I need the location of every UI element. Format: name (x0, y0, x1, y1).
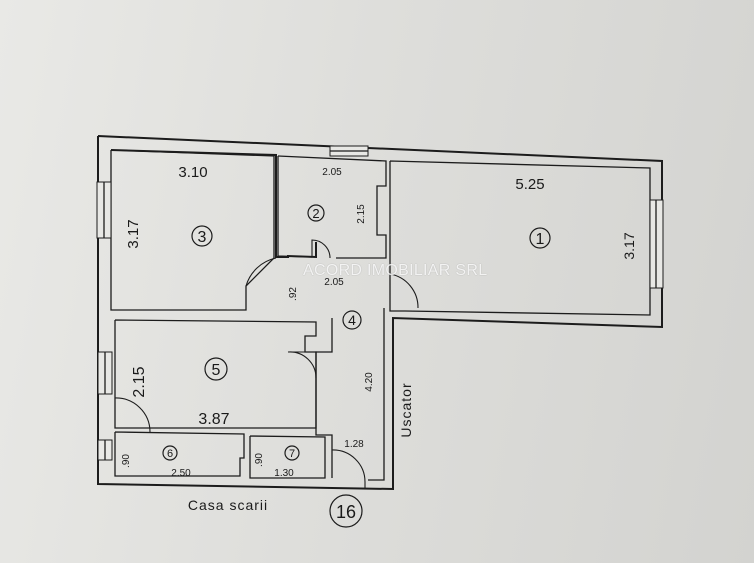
door-arc-room-5 (287, 351, 317, 379)
room-number-3: 3 (198, 229, 207, 246)
room-2-width: 2.05 (322, 167, 342, 178)
casa-scarii-label: Casa scarii (188, 497, 268, 513)
room-3-height: 3.17 (125, 219, 142, 248)
door-arc-room-6 (114, 397, 151, 433)
uscator-label: Uscator (398, 382, 414, 437)
room-7-height: .90 (254, 453, 265, 467)
apartment-number: 16 (336, 502, 356, 522)
room-5-height: 2.15 (131, 366, 148, 397)
room-6-walls (114, 431, 245, 477)
room-number-4: 4 (348, 312, 356, 328)
room-number-6: 6 (167, 448, 173, 460)
room-6-width: 2.50 (171, 468, 191, 479)
room-2-walls (277, 155, 387, 259)
room-number-2: 2 (312, 206, 319, 221)
room-number-1: 1 (536, 231, 545, 248)
room-number-circle-3 (191, 225, 213, 247)
entrance-width: 1.28 (344, 439, 364, 450)
room-number-7: 7 (289, 448, 295, 460)
room-1-height: 3.17 (621, 232, 637, 259)
room-6-height: .90 (121, 454, 132, 468)
hall-4-walls (368, 308, 385, 481)
hall-4-left-wall (315, 318, 333, 478)
room-7-walls (249, 435, 326, 479)
outer-wall (97, 135, 663, 491)
door-arc-room-2 (311, 239, 331, 259)
room-number-circle-2 (307, 204, 325, 222)
room-number-circle-5 (204, 357, 228, 381)
room-number-circle-4 (342, 310, 362, 330)
room-number-circle-1 (529, 227, 551, 249)
room-number-5: 5 (212, 362, 221, 379)
room-7-width: 1.30 (274, 468, 294, 479)
room-number-circle-7 (284, 445, 300, 461)
door-arc-entrance (331, 449, 366, 488)
room-2-height: 2.15 (356, 204, 367, 224)
room-5-width: 3.87 (198, 411, 229, 428)
room-1-walls (389, 160, 651, 316)
room-2-door-width: 2.05 (324, 277, 344, 288)
room-number-circle-6 (162, 445, 178, 461)
apartment-number-circle (329, 494, 363, 528)
watermark: ACORD IMOBILIAR SRL (303, 262, 488, 279)
room-2-left-wall (277, 156, 313, 258)
room-1-width: 5.25 (515, 176, 544, 193)
door-arc-room-1 (389, 273, 419, 309)
room-3-width: 3.10 (178, 164, 207, 181)
door-arc-room-3 (245, 257, 277, 287)
hall-4-length: 4.20 (364, 372, 375, 392)
hall-4-width: .92 (288, 287, 299, 301)
